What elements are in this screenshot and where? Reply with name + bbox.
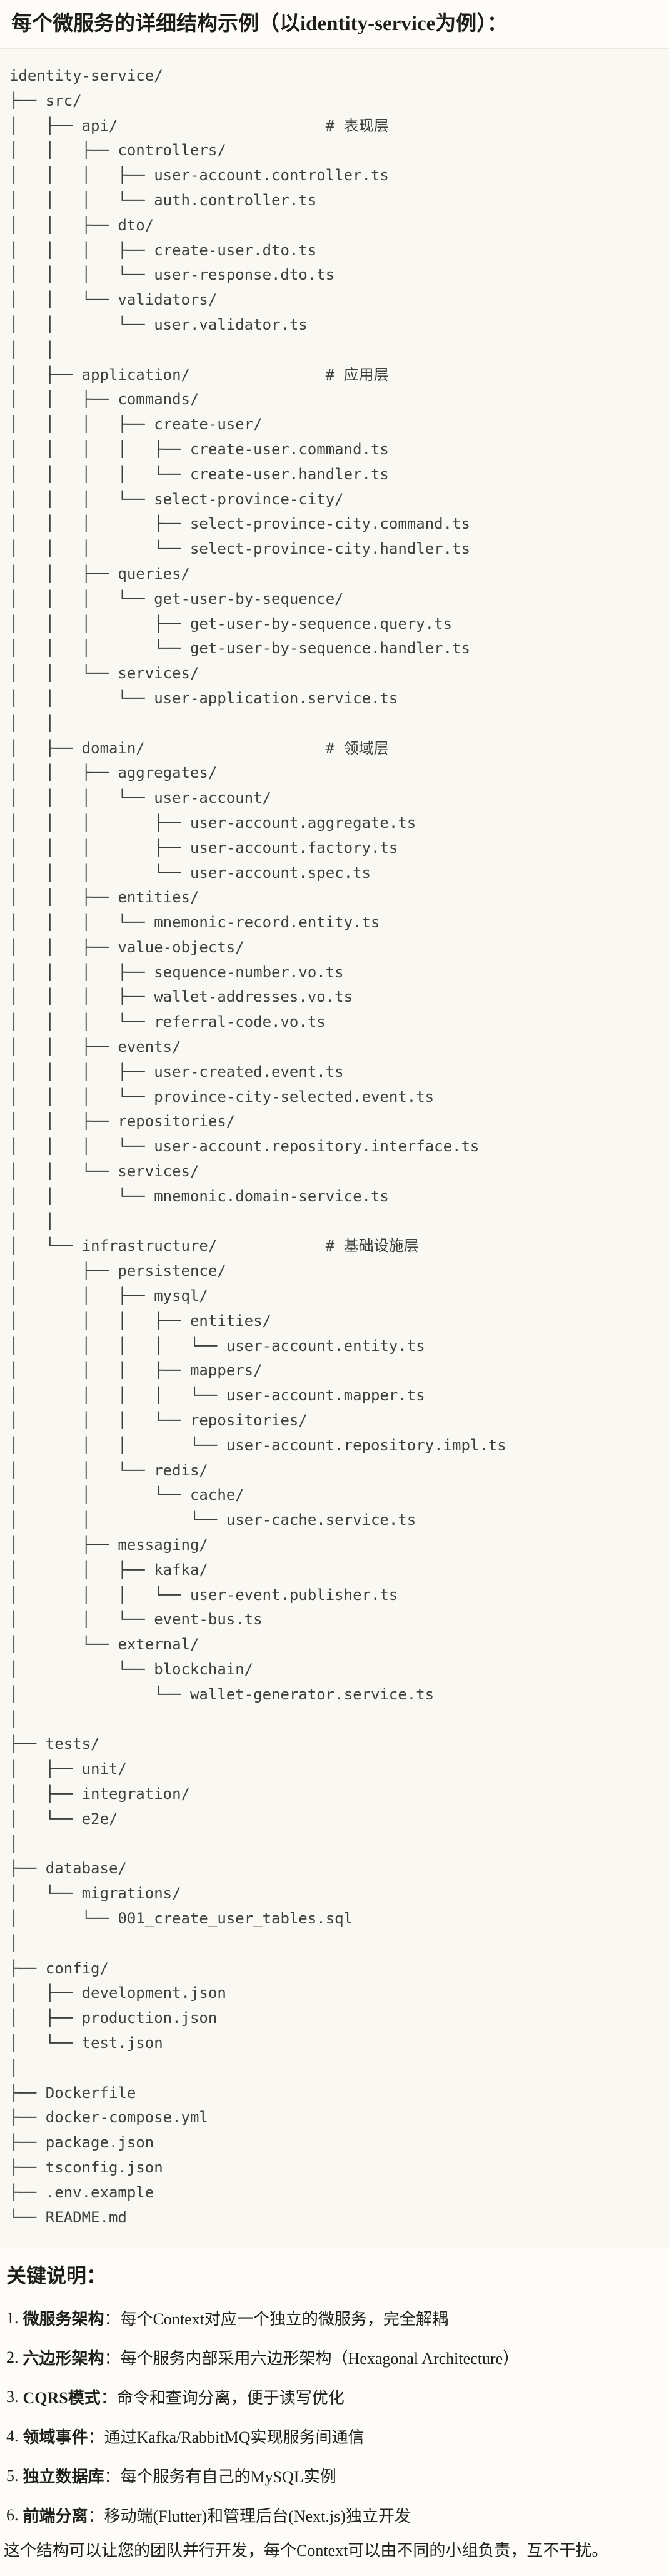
note-item-6: 6.前端分离：移动端(Flutter)和管理后台(Next.js)独立开发 [6,2495,669,2535]
note-label: 独立数据库 [23,2468,104,2487]
note-item-4: 4.领域事件：通过Kafka/RabbitMQ实现服务间通信 [6,2416,669,2456]
note-text: ：每个服务内部采用六边形架构（Hexagonal Architecture） [104,2349,520,2368]
note-text: ：通过Kafka/RabbitMQ实现服务间通信 [88,2428,365,2447]
directory-tree: identity-service/ ├── src/ │ ├── api/ # … [9,67,506,2226]
note-number: 4. [6,2426,19,2445]
note-text: ：每个服务有自己的MySQL实例 [104,2468,336,2487]
note-label: 领域事件 [23,2428,88,2447]
note-label: CQRS模式 [23,2389,101,2408]
note-number: 5. [6,2466,19,2485]
code-block: identity-service/ ├── src/ │ ├── api/ # … [0,48,669,2249]
closing-paragraph: 这个结构可以让您的团队并行开发，每个Context可以由不同的小组负责，互不干扰… [4,2542,608,2560]
note-item-1: 1.微服务架构：每个Context对应一个独立的微服务，完全解耦 [6,2298,669,2338]
note-label: 前端分离 [23,2507,88,2526]
note-number: 6. [6,2505,19,2524]
note-item-5: 5.独立数据库：每个服务有自己的MySQL实例 [6,2456,669,2495]
note-item-3: 3.CQRS模式：命令和查询分离，便于读写优化 [6,2377,669,2416]
note-label: 微服务架构 [23,2310,104,2329]
note-text: ：命令和查询分离，便于读写优化 [100,2389,345,2408]
notes-section: 关键说明： 1.微服务架构：每个Context对应一个独立的微服务，完全解耦 2… [0,2248,669,2535]
note-item-2: 2.六边形架构：每个服务内部采用六边形架构（Hexagonal Architec… [6,2338,669,2377]
note-text: ：移动端(Flutter)和管理后台(Next.js)独立开发 [88,2507,411,2526]
note-number: 3. [6,2387,19,2406]
note-number: 1. [6,2308,19,2327]
note-label: 六边形架构 [23,2349,104,2368]
note-text: ：每个Context对应一个独立的微服务，完全解耦 [104,2310,448,2329]
notes-heading: 关键说明： [6,2264,107,2288]
page-title: 每个微服务的详细结构示例（以identity-service为例）： [11,13,508,35]
note-number: 2. [6,2348,19,2366]
